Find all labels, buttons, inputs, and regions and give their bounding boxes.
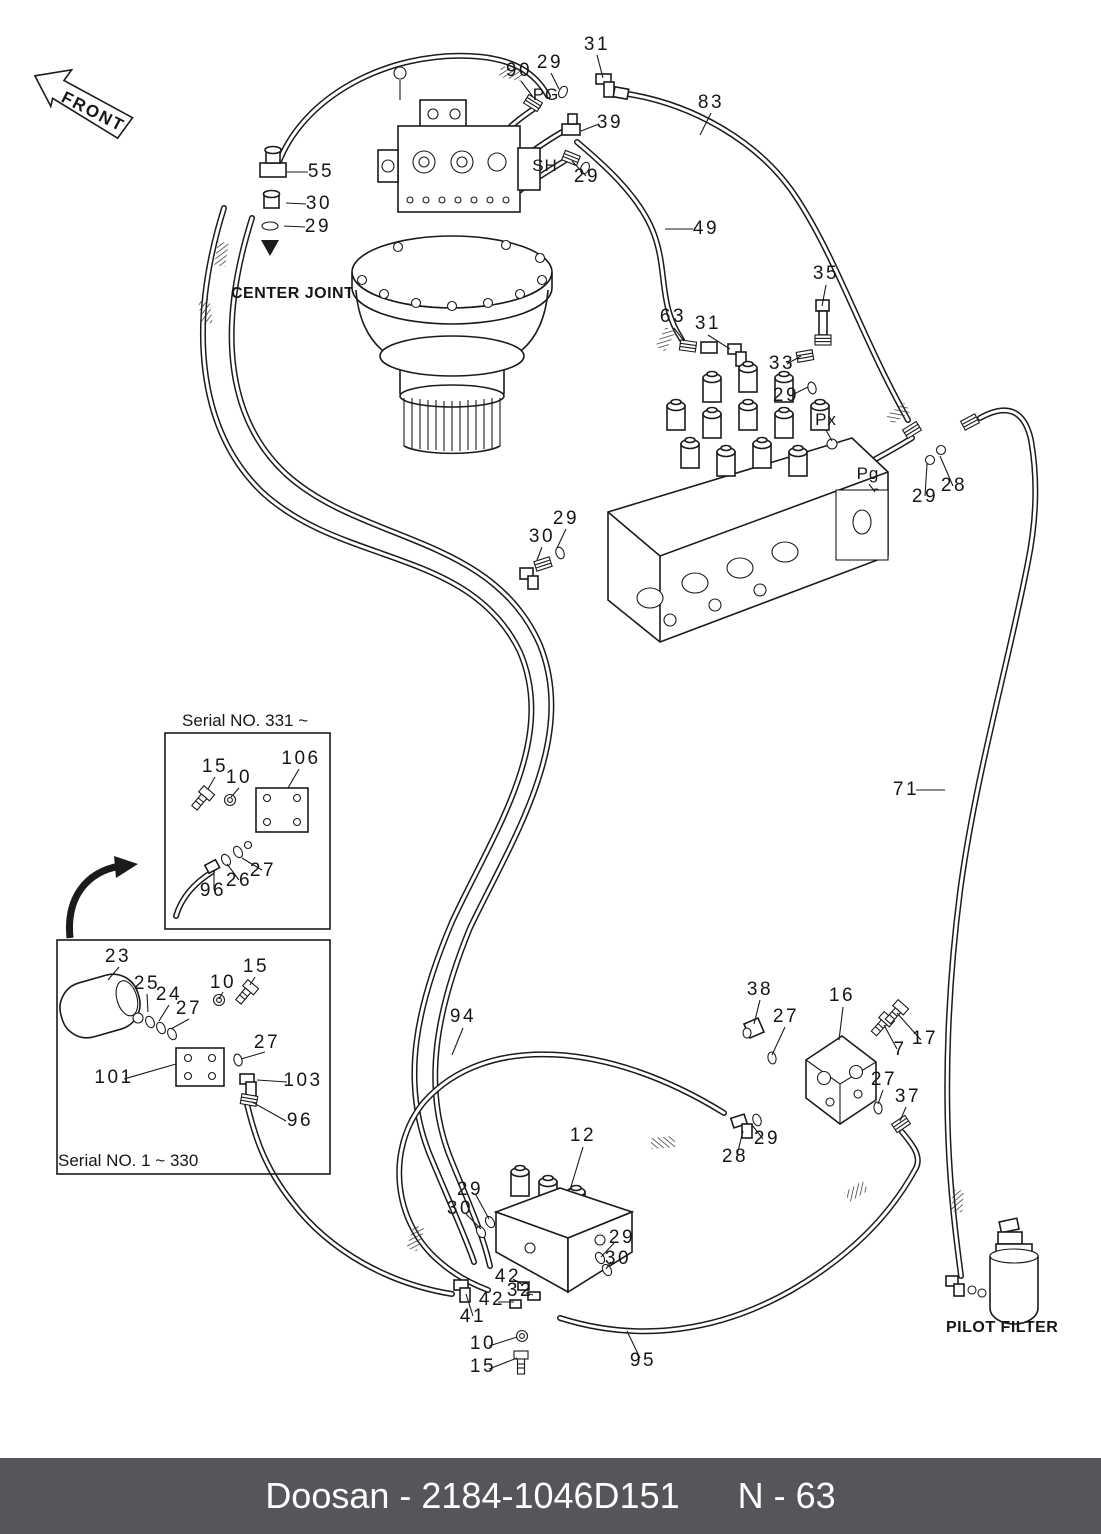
callout-label: 30	[306, 193, 332, 214]
callout-label: 23	[105, 946, 131, 967]
port-label-sh: SH	[532, 156, 558, 175]
hose-hatch-marks	[198, 65, 964, 1252]
inset-serial-1-330	[56, 856, 331, 1175]
callout-label: 31	[695, 313, 721, 334]
serial-331-label: Serial NO. 331 ~	[182, 711, 308, 730]
center-joint-fitting	[259, 145, 287, 256]
callout-label: 96	[200, 880, 226, 901]
piping-diagram: FRONT CENTER JOINT	[33, 34, 1058, 1377]
plate-block-16	[729, 999, 911, 1139]
footer-page-number: N - 63	[737, 1475, 836, 1516]
callout-label: 29	[773, 385, 799, 406]
callout-label: 29	[553, 508, 579, 529]
callout-label: 29	[754, 1128, 780, 1149]
callout-label: 27	[254, 1032, 280, 1053]
serial-1-330-label: Serial NO. 1 ~ 330	[58, 1151, 198, 1170]
callout-label: 101	[94, 1067, 133, 1088]
pilot-filter-label: PILOT FILTER	[946, 1319, 1058, 1336]
footer-bar: Doosan - 2184-1046D151 N - 63	[0, 1458, 1101, 1534]
leader-lines	[107, 54, 954, 1370]
callout-label: 90	[506, 60, 532, 81]
callout-label: 29	[537, 52, 563, 73]
callout-label: 29	[912, 486, 938, 507]
port-label-pg-mcv: Pg	[857, 464, 880, 483]
callout-label: 12	[570, 1125, 596, 1146]
hose-runs	[176, 56, 1035, 1331]
callout-label: 83	[698, 92, 724, 113]
callout-label: 106	[281, 748, 320, 769]
callout-label: 29	[574, 166, 600, 187]
callout-label: 27	[250, 860, 276, 881]
callout-label: 29	[305, 216, 331, 237]
callout-label: 42	[495, 1266, 521, 1287]
callout-label: 94	[450, 1006, 476, 1027]
center-joint-label: CENTER JOINT	[231, 285, 354, 302]
callout-label: 15	[202, 756, 228, 777]
mcv-left-fittings	[519, 545, 567, 590]
callout-label: 42	[479, 1289, 505, 1310]
callout-label: 28	[722, 1146, 748, 1167]
callout-label: 30	[529, 526, 555, 547]
callout-label: 38	[747, 979, 773, 1000]
inset-serial-331	[164, 732, 331, 930]
callout-label: 30	[447, 1198, 473, 1219]
callout-label: 26	[226, 870, 252, 891]
callout-label: 17	[912, 1028, 938, 1049]
callout-label: 41	[460, 1306, 486, 1327]
callout-label: 27	[773, 1006, 799, 1027]
footer-doc-ref: Doosan - 2184-1046D151	[265, 1475, 680, 1516]
swing-motor	[351, 66, 553, 455]
callout-label: 7	[893, 1039, 906, 1060]
callout-label: 28	[941, 475, 967, 496]
top-hose-fittings	[523, 73, 630, 176]
callout-label: 49	[693, 218, 719, 239]
callout-label: 10	[470, 1333, 496, 1354]
callout-label: 39	[597, 112, 623, 133]
callout-label: 33	[769, 353, 795, 374]
callout-label: 95	[630, 1350, 656, 1371]
callout-labels: 31 29 90 39 29 83 49 55 30 29 35 63 31 3…	[94, 34, 967, 1377]
callout-label: 32	[507, 1280, 533, 1301]
front-arrow: FRONT	[33, 68, 134, 140]
callout-label: 15	[243, 956, 269, 977]
callout-label: 10	[210, 972, 236, 993]
callout-label: 29	[457, 1179, 483, 1200]
callout-label: 27	[176, 998, 202, 1019]
callout-label: 31	[584, 34, 610, 55]
callout-label: 96	[287, 1110, 313, 1131]
callout-label: 35	[813, 263, 839, 284]
manifold-block-12	[453, 1164, 635, 1375]
callout-label: 30	[605, 1248, 631, 1269]
port-label-pg-top: PG	[533, 85, 560, 104]
callout-label: 15	[470, 1356, 496, 1377]
callout-label: 71	[893, 779, 919, 800]
port-labels: PG SH Px Pg	[532, 85, 880, 483]
callout-label: 27	[871, 1069, 897, 1090]
main-control-valve	[607, 360, 889, 643]
pilot-filter	[945, 1217, 1039, 1325]
callout-label: 37	[895, 1086, 921, 1107]
callout-label: 103	[283, 1070, 322, 1091]
callout-label: 29	[609, 1227, 635, 1248]
callout-label: 25	[134, 973, 160, 994]
callout-label: 16	[829, 985, 855, 1006]
callout-label: 24	[156, 984, 182, 1005]
callout-label: 63	[660, 306, 686, 327]
callout-label: 55	[308, 161, 334, 182]
callout-label: 10	[226, 767, 252, 788]
port-label-px: Px	[815, 410, 837, 429]
